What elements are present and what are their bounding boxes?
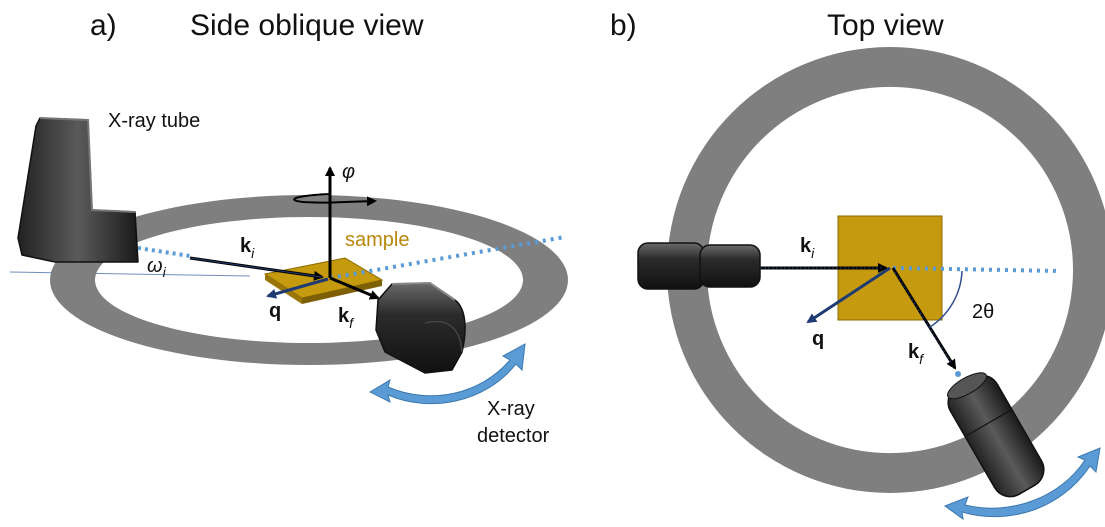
q-label-oblique: q	[269, 300, 281, 322]
ki-label-top: ki	[800, 235, 815, 261]
panel-b-title: Top view	[827, 9, 944, 42]
xray-detector-oblique	[375, 281, 466, 374]
q-label-top: q	[812, 328, 824, 350]
kf-label-oblique: kf	[338, 305, 355, 331]
xray-detector-top	[947, 372, 1045, 498]
panel-a-letter: a)	[90, 9, 117, 42]
detector-rotation-arrow-top	[943, 447, 1101, 521]
detector-beam-dot	[955, 371, 961, 377]
panel-a-title: Side oblique view	[190, 9, 424, 42]
detector-rotation-arrow-oblique	[368, 343, 526, 405]
two-theta-arc	[929, 270, 963, 328]
detector-label-line1: X-ray	[487, 398, 535, 420]
phi-label: φ	[342, 161, 355, 183]
horizon-line	[9, 271, 251, 277]
ki-label-oblique: ki	[240, 235, 255, 261]
omega-label: ωi	[147, 255, 167, 280]
panel-b-letter: b)	[610, 9, 637, 42]
two-theta-label: 2θ	[972, 301, 994, 323]
kf-label-top: kf	[908, 341, 925, 367]
kf-vector-oblique	[329, 276, 380, 300]
phi-rotation-arrow	[293, 193, 377, 207]
xray-tube-label: X-ray tube	[108, 110, 200, 132]
xray-tube-top	[637, 242, 761, 290]
ki-vector-highlight	[189, 257, 323, 278]
incident-beam-dots	[137, 246, 191, 258]
q-vector-top	[806, 266, 891, 324]
detector-label-line2: detector	[477, 425, 550, 447]
panel-b: b) Top view ki kf q 2θ	[610, 9, 1105, 521]
xray-tube	[17, 117, 139, 263]
panel-a: a) Side oblique view X-ray tube φ ki	[9, 9, 568, 447]
sample-label: sample	[345, 229, 409, 251]
q-vector-oblique	[266, 277, 329, 299]
